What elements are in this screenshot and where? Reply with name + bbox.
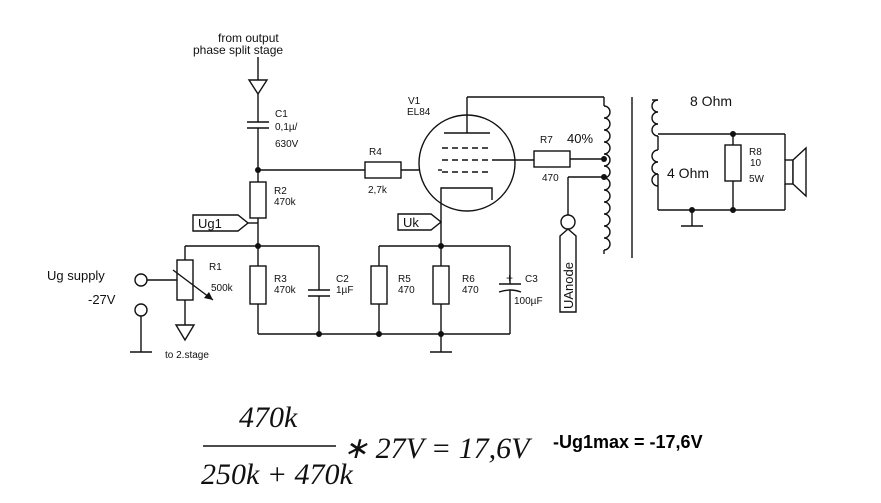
label-4-ohm: 4 Ohm (667, 165, 709, 181)
r6-value: 470 (462, 285, 479, 296)
r8-name: R8 (749, 147, 762, 158)
r2-value: 470k (274, 197, 297, 208)
input-arrow (247, 79, 269, 96)
r6-name: R6 (462, 274, 475, 285)
r2-name: R2 (274, 186, 287, 197)
r1-value: 500k (211, 283, 234, 294)
uanode-tag-text: UAnode (561, 262, 576, 309)
r7-value: 470 (542, 173, 559, 184)
transformer-secondary (651, 99, 659, 137)
r8-power: 5W (749, 174, 765, 185)
label-phase-split: phase split stage (193, 43, 283, 57)
v1-type: EL84 (407, 107, 431, 118)
uk-tag-text: Uk (403, 215, 419, 230)
resistor-r3 (249, 265, 267, 305)
c3-name: C3 (525, 274, 538, 285)
c3-value: 100µF (514, 296, 543, 307)
uanode-terminal (560, 214, 576, 230)
c1-voltage: 630V (275, 139, 299, 150)
capacitor-c1 (247, 121, 269, 129)
resistor-r7 (533, 150, 571, 168)
label-8-ohm: 8 Ohm (690, 93, 732, 109)
uk-tag (397, 213, 443, 231)
c1-value: 0,1µ/ (275, 122, 298, 133)
resistor-r6 (432, 265, 450, 305)
potentiometer-r1 (176, 259, 194, 301)
r5-value: 470 (398, 285, 415, 296)
formula-rhs: ∗ 27V = 17,6V (343, 432, 533, 465)
ug1-tag (192, 214, 250, 232)
r8-value: 10 (750, 158, 762, 169)
r5-name: R5 (398, 274, 411, 285)
c1-name: C1 (275, 109, 288, 120)
output-arrow-stage2 (174, 324, 196, 342)
r3-value: 470k (274, 285, 297, 296)
speaker-icon (784, 146, 807, 198)
c2-name: C2 (336, 274, 349, 285)
ug-supply-label: Ug supply (47, 268, 105, 283)
r4-name: R4 (369, 147, 382, 158)
r3-name: R3 (274, 274, 287, 285)
ug1-tag-text: Ug1 (198, 216, 222, 231)
uanode-tag (559, 228, 577, 313)
r4-value: 2,7k (368, 185, 388, 196)
resistor-r2 (249, 181, 267, 219)
formula-numerator: 470k (239, 401, 298, 434)
resistor-r5 (370, 265, 388, 305)
resistor-r8 (724, 144, 742, 182)
ug-supply-terminal-pos (134, 273, 148, 287)
r7-percent: 40% (567, 131, 593, 146)
r7-name: R7 (540, 135, 553, 146)
formula-result: -Ug1max = -17,6V (553, 432, 703, 452)
to-stage2: to 2.stage (165, 350, 209, 361)
ug-supply-terminal-neg (134, 303, 148, 317)
formula-denominator: 250k + 470k (201, 458, 354, 491)
c3-plus: + (506, 271, 513, 285)
v1-name: V1 (408, 96, 421, 107)
transformer-primary (603, 105, 611, 251)
ug-supply-voltage: -27V (88, 292, 116, 307)
r1-name: R1 (209, 262, 222, 273)
resistor-r4 (364, 161, 402, 179)
label-from-output: from output (218, 31, 279, 45)
c2-value: 1µF (336, 285, 353, 296)
